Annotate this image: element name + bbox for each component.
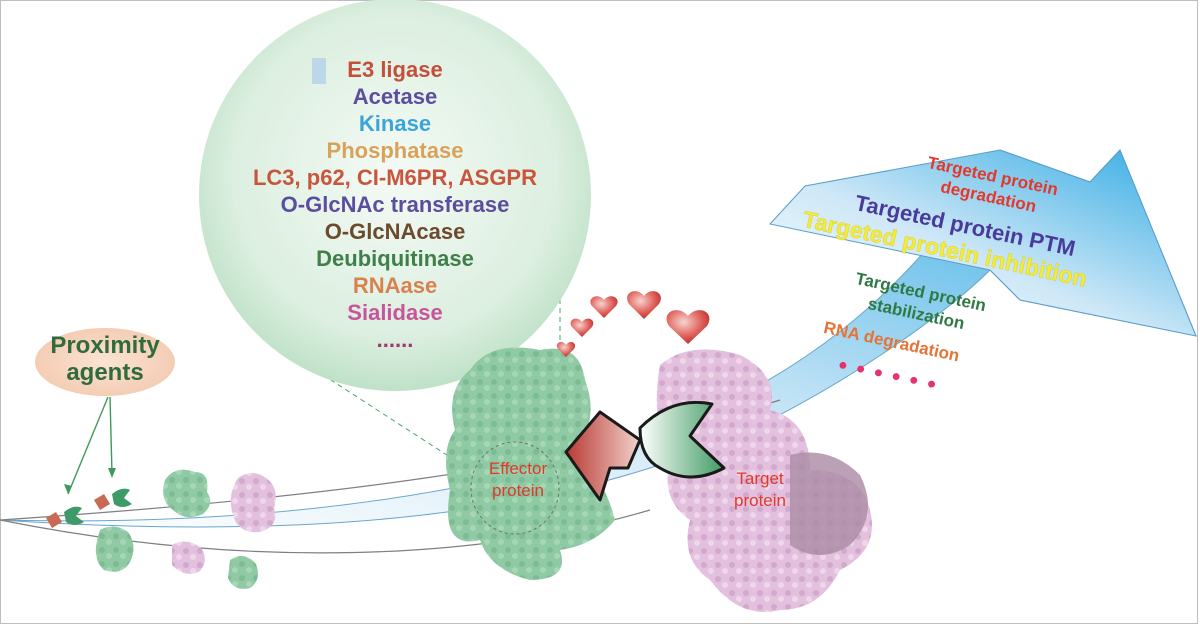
target-line-2: protein bbox=[734, 491, 786, 510]
enzyme-item: E3 ligase bbox=[347, 57, 443, 82]
enzyme-item: LC3, p62, CI-M6PR, ASGPR bbox=[252, 165, 537, 190]
enzyme-circle bbox=[199, 0, 591, 391]
enzyme-item: RNAase bbox=[352, 273, 438, 298]
zoom-line-left bbox=[299, 359, 471, 471]
proximity-line-1: Proximity bbox=[50, 332, 160, 359]
effector-line-1: Effector bbox=[488, 459, 548, 478]
effector-protein-label: Effector protein bbox=[468, 458, 568, 502]
green-degrader-piece bbox=[638, 400, 726, 479]
proximity-arrow-2 bbox=[109, 396, 113, 475]
enzyme-item: O-GlcNAc transferase bbox=[280, 192, 510, 217]
small-agent-1 bbox=[46, 506, 84, 528]
enzyme-item: Deubiquitinase bbox=[316, 246, 474, 271]
small-target-1 bbox=[230, 473, 276, 533]
arrow-head bbox=[769, 149, 1197, 337]
enzyme-item: Sialidase bbox=[347, 300, 443, 325]
proximity-oval bbox=[35, 328, 175, 396]
red-degrader-piece bbox=[564, 410, 642, 502]
target-protein-label: Target protein bbox=[710, 468, 810, 512]
small-agent-2 bbox=[94, 488, 132, 510]
proximity-agents-label: Proximity agents bbox=[45, 332, 165, 386]
small-effector-3 bbox=[228, 555, 258, 589]
proximity-line-2: agents bbox=[66, 359, 144, 386]
effector-protein-shape bbox=[446, 347, 615, 580]
small-target-2 bbox=[172, 541, 205, 574]
target-protein-shadow bbox=[790, 452, 868, 555]
e3-highlight bbox=[312, 58, 326, 84]
heart-icons bbox=[556, 291, 710, 357]
target-line-1: Target bbox=[736, 469, 784, 488]
enzyme-item: Kinase bbox=[358, 111, 432, 136]
effector-line-2: protein bbox=[492, 481, 544, 500]
enzyme-item: Phosphatase bbox=[326, 138, 464, 163]
enzyme-item: ...... bbox=[376, 327, 414, 352]
proximity-arrow-1 bbox=[67, 396, 109, 495]
enzyme-item: O-GlcNAcase bbox=[324, 219, 466, 244]
effector-site-circle bbox=[470, 441, 560, 535]
small-effector-2 bbox=[95, 526, 134, 572]
enzyme-item: Acetase bbox=[352, 84, 438, 109]
small-effector-1 bbox=[163, 469, 211, 518]
